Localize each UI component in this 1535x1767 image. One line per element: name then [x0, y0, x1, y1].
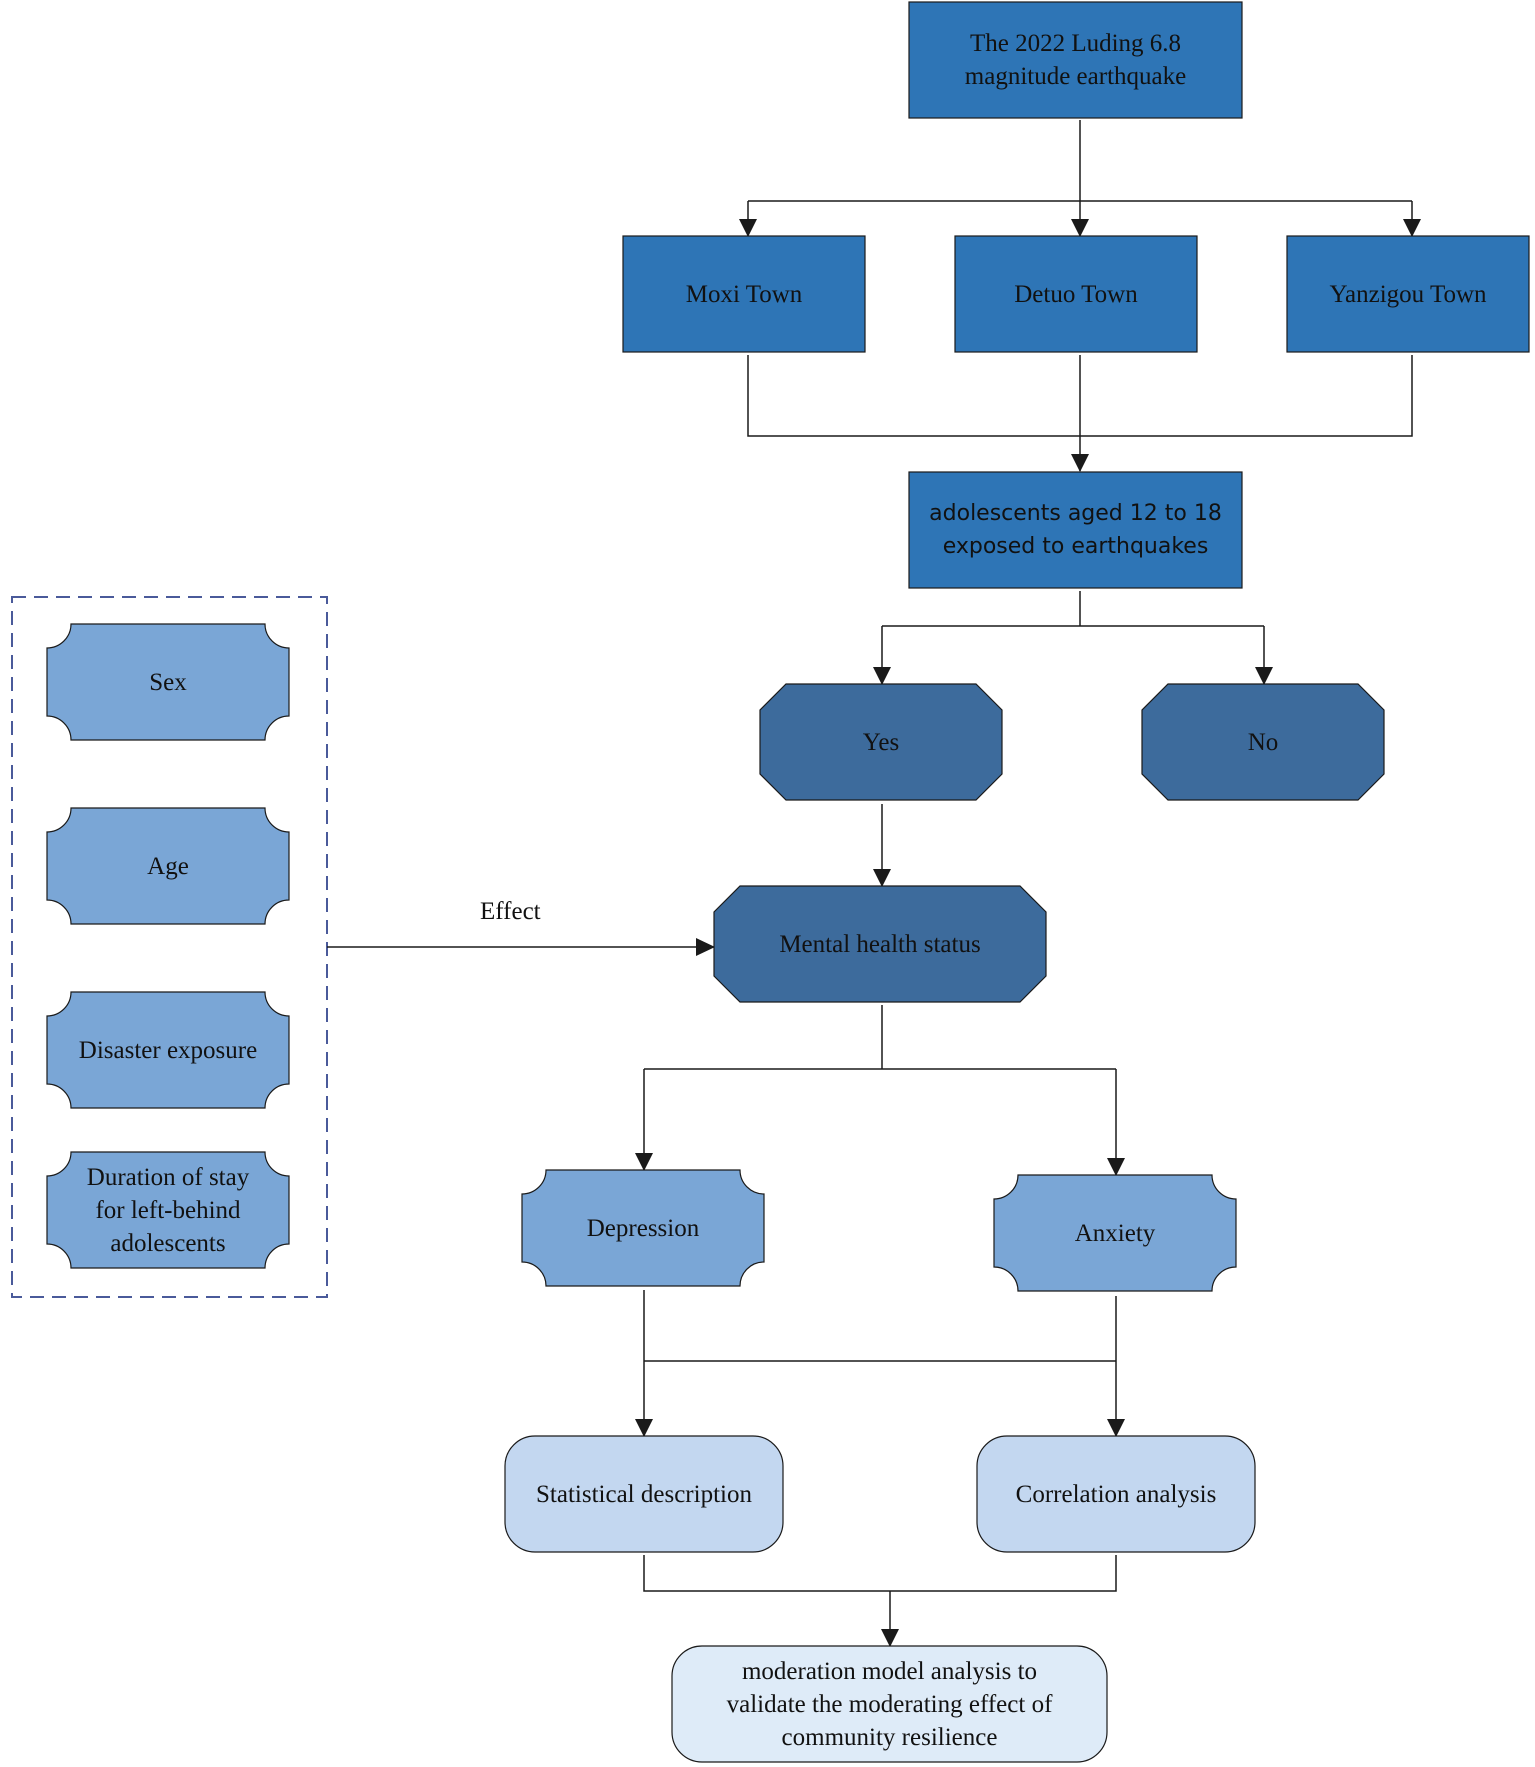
arrowhead — [1255, 667, 1273, 685]
statistical-shape — [504, 1435, 784, 1553]
edge-adolescents-to-yes-no — [881, 591, 1265, 684]
moxi-shape — [622, 235, 866, 353]
edge-earthquake-to-towns — [747, 120, 1413, 236]
arrowheads — [635, 219, 1421, 1647]
arrowhead — [739, 219, 757, 237]
disaster-shape — [46, 991, 290, 1109]
age-shape — [46, 807, 290, 925]
arrowhead — [873, 667, 891, 685]
moxi-town-node: Moxi Town — [685, 280, 803, 308]
edge-outcomes-to-analyses — [643, 1290, 1117, 1436]
correlation-shape — [976, 1435, 1256, 1553]
anxiety-shape — [993, 1174, 1237, 1292]
depression-node: Depression — [586, 1214, 700, 1242]
factor-disaster-exposure-node: Disaster exposure — [78, 1036, 258, 1064]
arrowhead — [635, 1419, 653, 1437]
mental-health-status-node: Mental health status — [779, 930, 981, 958]
earthquake-node: The 2022 Luding 6.8 magnitude earthquake — [964, 30, 1187, 90]
statistical-description-node: Statistical description — [536, 1480, 752, 1508]
correlation-analysis-node: Correlation analysis — [1015, 1480, 1217, 1508]
yanzigou-town-node: Yanzigou Town — [1329, 280, 1487, 308]
arrowhead — [1071, 219, 1089, 237]
arrowhead — [696, 938, 715, 956]
adolescents-shape — [908, 471, 1243, 589]
sex-shape — [46, 623, 290, 741]
arrowhead — [635, 1153, 653, 1171]
duration-shape — [46, 1151, 290, 1269]
effect-edge-label: Effect — [480, 898, 541, 925]
detuo-shape — [954, 235, 1198, 353]
depression-shape — [521, 1169, 765, 1287]
arrowhead — [873, 869, 891, 887]
no-shape — [1141, 683, 1385, 801]
arrowhead — [1107, 1158, 1125, 1176]
factor-age-node: Age — [147, 852, 189, 880]
adolescents-node: adolescents aged 12 to 18 exposed to ear… — [929, 501, 1222, 559]
yes-shape — [759, 683, 1003, 801]
edge-towns-to-adolescents — [747, 355, 1413, 471]
yes-node: Yes — [862, 728, 900, 756]
arrowhead — [1403, 219, 1421, 237]
moderation-shape — [671, 1645, 1108, 1763]
arrowhead — [881, 1629, 899, 1647]
factor-sex-node: Sex — [149, 668, 187, 696]
mental-shape — [713, 885, 1047, 1003]
factor-duration-node: Duration of stay for left-behind adolesc… — [86, 1163, 250, 1257]
no-node: No — [1247, 728, 1279, 756]
earthquake-shape — [908, 1, 1243, 119]
yanzigou-shape — [1286, 235, 1530, 353]
node-shapes — [46, 1, 1530, 1763]
edge-mental-health-to-outcomes — [643, 1005, 1117, 1175]
moderation-analysis-node: moderation model analysis to validate th… — [726, 1657, 1053, 1751]
anxiety-node: Anxiety — [1074, 1219, 1156, 1247]
arrowhead — [1107, 1419, 1125, 1437]
arrowhead — [1071, 454, 1089, 472]
connectors — [327, 120, 1413, 1646]
detuo-town-node: Detuo Town — [1014, 280, 1138, 308]
